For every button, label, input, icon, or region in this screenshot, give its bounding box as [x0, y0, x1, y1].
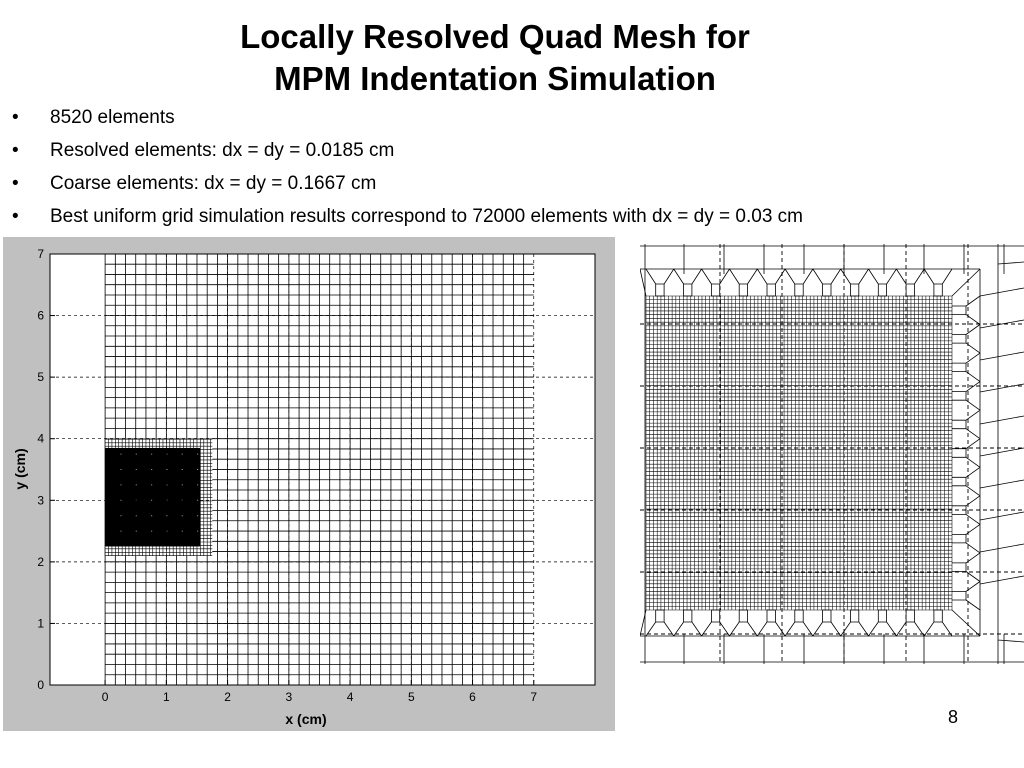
grid-lines: [50, 254, 595, 685]
bullet-element-count: 8520 elements: [10, 104, 803, 137]
slide-title: Locally Resolved Quad Mesh for MPM Inden…: [0, 16, 990, 100]
bullet-coarse-elements: Coarse elements: dx = dy = 0.1667 cm: [10, 170, 803, 203]
dashed-grid: [640, 244, 1024, 664]
x-tick-label: 7: [530, 690, 537, 704]
fine-mesh: [645, 295, 953, 611]
x-tick-label: 0: [102, 690, 109, 704]
x-tick-label: 1: [163, 690, 170, 704]
outer-coarse-mesh: [640, 244, 1024, 664]
grid-lines: [640, 244, 1024, 664]
y-axis-label: y (cm): [12, 448, 28, 489]
title-line-2: MPM Indentation Simulation: [274, 60, 716, 97]
mesh-plot-svg: 0 1 2 3 4 5 6 7 0 1 2 3 4 5 6 7 x (cm) y (cm): [12, 247, 596, 727]
mesh-zoom-svg: [639, 244, 1024, 664]
y-tick-label: 0: [37, 678, 44, 692]
bullet-resolved-elements: Resolved elements: dx = dy = 0.0185 cm: [10, 137, 803, 170]
title-line-1: Locally Resolved Quad Mesh for: [240, 18, 750, 55]
y-tick-label: 7: [37, 247, 44, 261]
y-tick-label: 3: [37, 493, 44, 507]
x-axis-label: x (cm): [285, 711, 326, 727]
fine-mesh-lines: [645, 295, 953, 611]
resolved-region-fill: [105, 447, 201, 547]
mesh-plot-figure: 0 1 2 3 4 5 6 7 0 1 2 3 4 5 6 7 x (cm) y (cm): [3, 237, 615, 731]
dashed-grid: [50, 254, 595, 685]
page-number: 8: [948, 707, 959, 727]
mesh-zoom-figure: [639, 244, 1024, 664]
y-tick-label: 5: [37, 370, 44, 384]
y-tick-label: 4: [37, 432, 44, 446]
y-tick-label: 6: [37, 309, 44, 323]
x-tick-label: 2: [224, 690, 231, 704]
x-tick-label: 5: [408, 690, 415, 704]
x-tick-label: 4: [347, 690, 354, 704]
axis-ticks: 0 1 2 3 4 5 6 7 0 1 2 3 4 5 6 7: [37, 247, 537, 704]
y-tick-label: 1: [37, 616, 44, 630]
bullet-uniform-grid: Best uniform grid simulation results cor…: [10, 203, 803, 236]
bullet-list: 8520 elements Resolved elements: dx = dy…: [10, 104, 803, 236]
outer-mesh-lines: [640, 244, 1024, 664]
x-tick-label: 6: [469, 690, 476, 704]
y-tick-label: 2: [37, 555, 44, 569]
x-tick-label: 3: [285, 690, 292, 704]
resolved-region: [105, 447, 201, 547]
